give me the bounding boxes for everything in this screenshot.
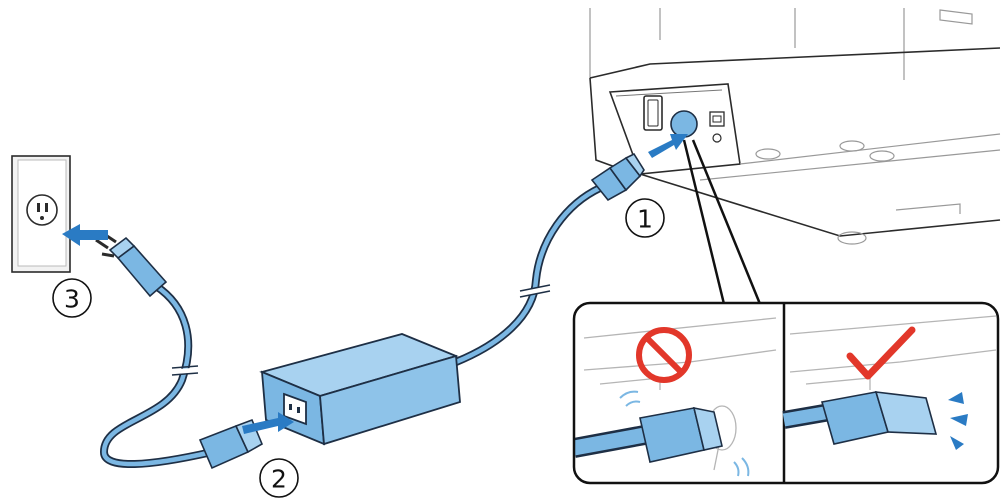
wall-plug: [95, 232, 168, 298]
power-adapter: [259, 333, 461, 446]
step-marker-1: 1: [625, 198, 665, 238]
prohibited-icon: [636, 327, 692, 383]
inset-callout-lines: [682, 139, 762, 305]
dc-plug: [590, 152, 645, 202]
step-label-3: 3: [64, 285, 80, 314]
incorrect-connection-panel: [574, 317, 777, 477]
step-marker-3: 3: [52, 278, 92, 318]
arrow-icon: [62, 134, 688, 434]
printer-body: [589, 8, 1001, 245]
correct-connection-panel: [782, 315, 997, 450]
step-label-1: 1: [637, 205, 653, 234]
checkmark-icon: [846, 326, 916, 380]
dc-cable: [452, 184, 604, 366]
step-label-2: 2: [271, 465, 287, 494]
ac-cable: [99, 282, 216, 468]
inset-callout-box: [572, 301, 1000, 485]
wall-outlet-icon: [11, 155, 71, 273]
step-marker-2: 2: [259, 458, 299, 498]
